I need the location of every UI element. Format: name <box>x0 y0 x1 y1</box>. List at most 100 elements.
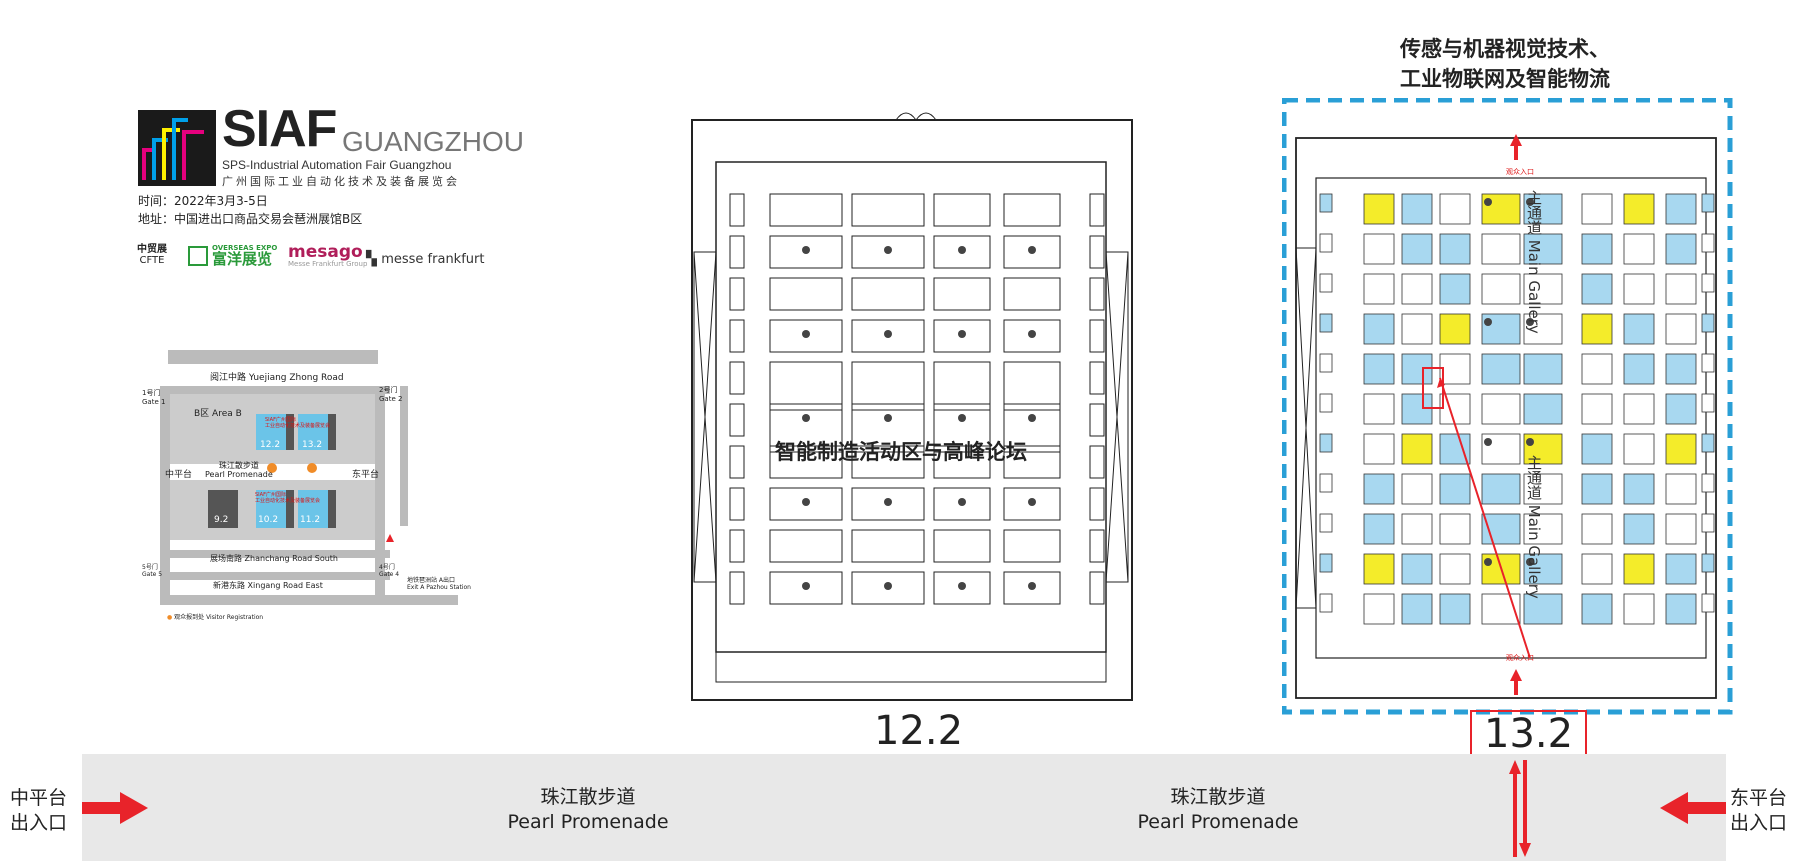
xingang-road-label: 新港东路 Xingang Road East <box>213 581 323 590</box>
booth-outline <box>769 571 843 605</box>
booth <box>1439 473 1471 505</box>
booth <box>1363 433 1395 465</box>
booth-outline <box>933 571 991 605</box>
column-dot <box>1484 198 1492 206</box>
east-platform-line1: 东平台 <box>1730 787 1788 809</box>
booth <box>1623 593 1655 625</box>
column-dot <box>1028 414 1036 422</box>
column-dot <box>1526 318 1534 326</box>
booth <box>1623 313 1655 345</box>
column-dot <box>884 498 892 506</box>
column-dot <box>958 246 966 254</box>
booth <box>1481 393 1521 425</box>
area-b-label: B区 Area B <box>194 409 242 419</box>
central-platform-line2: 出入口 <box>10 812 68 834</box>
booth <box>1523 353 1563 385</box>
booth <box>1401 273 1433 305</box>
booth <box>1581 433 1613 465</box>
booth-outline <box>933 445 991 479</box>
brand-city: GUANGZHOU <box>342 126 524 157</box>
column-dot <box>958 330 966 338</box>
column-dot <box>958 582 966 590</box>
siaf-logo-mark <box>138 110 216 186</box>
column-dot <box>884 330 892 338</box>
booth <box>1439 193 1471 225</box>
booth-outline <box>933 529 991 563</box>
side-booth-outline <box>729 445 745 479</box>
column-dot <box>884 582 892 590</box>
booth <box>1401 513 1433 545</box>
side-booth-outline <box>729 235 745 269</box>
promenade-label-right: 珠江散步道 Pearl Promenade <box>1118 785 1318 835</box>
promenade-label-left: 珠江散步道 Pearl Promenade <box>488 785 688 835</box>
side-booth-outline <box>729 529 745 563</box>
column-dot <box>802 246 810 254</box>
booth-outline <box>1003 361 1061 411</box>
side-booth <box>1701 193 1715 213</box>
column-dot <box>1484 438 1492 446</box>
messe-frankfurt-logo: ▚ messe frankfurt <box>366 251 484 267</box>
forum-zone-label: 智能制造活动区与高峰论坛 <box>775 440 1027 464</box>
column-dot <box>1028 498 1036 506</box>
main-gallery-lower-label: 主通道 Main Gallery <box>1525 455 1543 599</box>
booth <box>1623 433 1655 465</box>
visitor-entrance-north: 观众入口 <box>1506 168 1534 176</box>
column-dot <box>1028 582 1036 590</box>
side-booth-outline <box>729 571 745 605</box>
booth-outline <box>1003 319 1061 353</box>
side-booth <box>1701 353 1715 373</box>
promenade-right-en: Pearl Promenade <box>1137 811 1299 833</box>
booth <box>1665 313 1697 345</box>
booth <box>1439 273 1471 305</box>
hall-12-small-label: 12.2 <box>260 440 281 450</box>
booth <box>1401 553 1433 585</box>
booth <box>1523 273 1563 305</box>
booth <box>1523 313 1563 345</box>
side-booth-outline <box>729 193 745 227</box>
booth <box>1581 313 1613 345</box>
booth-outline <box>851 277 925 311</box>
booth <box>1363 393 1395 425</box>
side-booth <box>1319 233 1333 253</box>
overseas-expo-logo: OVERSEAS EXPO 富洋展览 <box>188 244 277 267</box>
side-booth <box>1319 273 1333 293</box>
booth <box>1665 393 1697 425</box>
column-dot <box>884 414 892 422</box>
side-booth <box>1701 593 1715 613</box>
side-booth-outline <box>1089 319 1105 353</box>
messe-frankfurt-text: messe frankfurt <box>381 252 485 267</box>
booth <box>1363 313 1395 345</box>
side-booth-outline <box>1089 529 1105 563</box>
column-dot <box>884 246 892 254</box>
hall-title-line-1: 传感与机器视觉技术、 <box>1400 37 1610 61</box>
column-dot <box>1526 438 1534 446</box>
booth-outline <box>933 403 991 453</box>
booth <box>1581 473 1613 505</box>
booth-outline <box>1003 529 1061 563</box>
booth-outline <box>1003 277 1061 311</box>
booth-outline <box>933 277 991 311</box>
side-booth <box>1701 553 1715 573</box>
booth <box>1439 233 1471 265</box>
event-date: 时间：2022年3月3-5日 <box>138 194 268 208</box>
side-booth <box>1319 393 1333 413</box>
booth <box>1623 553 1655 585</box>
booth-outline <box>933 319 991 353</box>
booth-outline <box>1003 445 1061 479</box>
gate-1-label: 1号门 Gate 1 <box>142 389 166 406</box>
side-booth <box>1319 593 1333 613</box>
column-dot <box>1526 558 1534 566</box>
side-booth-outline <box>1089 193 1105 227</box>
side-booth-outline <box>729 361 745 395</box>
booth <box>1439 513 1471 545</box>
pearl-promenade-band <box>82 754 1726 861</box>
booth <box>1665 473 1697 505</box>
booth <box>1523 593 1563 625</box>
promenade-left-cn: 珠江散步道 <box>540 786 636 808</box>
booth-outline <box>851 571 925 605</box>
booth <box>1581 553 1613 585</box>
booth <box>1581 193 1613 225</box>
overseas-expo-cn: 富洋展览 <box>212 250 273 268</box>
booth-outline <box>933 361 991 411</box>
booth <box>1623 513 1655 545</box>
